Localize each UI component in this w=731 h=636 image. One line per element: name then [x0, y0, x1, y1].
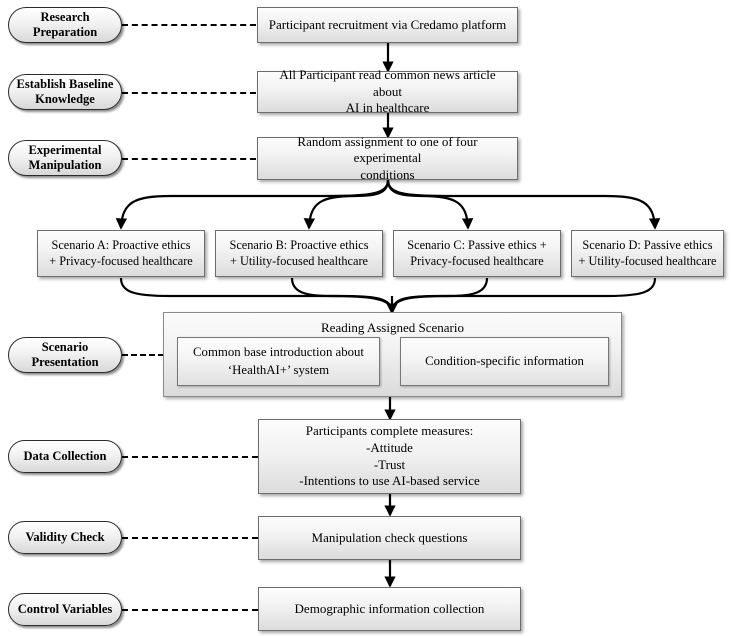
branch-to-scenario-d	[386, 179, 661, 230]
dashed-link-experimental-manipulation	[122, 158, 256, 160]
dashed-link-establish-baseline	[122, 92, 256, 94]
scenario-box-d[interactable]: Scenario D: Passive ethics + Utility-foc…	[571, 230, 724, 277]
stage-pill-establish-baseline[interactable]: Establish Baseline Knowledge	[8, 74, 122, 110]
step-box-recruitment[interactable]: Participant recruitment via Credamo plat…	[257, 7, 518, 43]
branch-to-scenario-a	[115, 179, 390, 230]
branch-to-scenario-b	[303, 179, 390, 230]
branch-to-scenario-c	[386, 179, 474, 230]
scenario-presentation-title: Reading Assigned Scenario	[321, 320, 464, 335]
stage-pill-data-collection[interactable]: Data Collection	[8, 440, 122, 473]
scenario-box-a[interactable]: Scenario A: Proactive ethics + Privacy-f…	[37, 230, 205, 277]
stage-pill-experimental-manipulation[interactable]: Experimental Manipulation	[8, 140, 122, 176]
dashed-link-scenario-presentation	[122, 354, 164, 356]
dashed-link-validity-check	[122, 537, 258, 539]
step-box-measures[interactable]: Participants complete measures: -Attitud…	[258, 419, 521, 494]
stage-pill-control-variables[interactable]: Control Variables	[8, 593, 122, 626]
merge-from-scenario-b	[290, 277, 394, 311]
step-box-random-assignment[interactable]: Random assignment to one of four experim…	[257, 134, 518, 182]
stage-pill-research-preparation[interactable]: Research Preparation	[8, 7, 122, 43]
scenario-box-b[interactable]: Scenario B: Proactive ethics + Utility-f…	[215, 230, 383, 277]
step-box-manipulation-check[interactable]: Manipulation check questions	[258, 516, 521, 560]
scenario-box-c[interactable]: Scenario C: Passive ethics + Privacy-foc…	[393, 230, 561, 277]
step-box-demographics[interactable]: Demographic information collection	[258, 587, 521, 631]
merge-from-scenario-d	[390, 277, 657, 311]
merge-from-scenario-a	[119, 277, 394, 311]
dashed-link-data-collection	[122, 456, 258, 458]
dashed-link-research-preparation	[122, 24, 256, 26]
stage-pill-scenario-presentation[interactable]: Scenario Presentation	[8, 337, 122, 373]
step-box-read-news-article[interactable]: All Participant read common news article…	[257, 67, 518, 115]
merge-from-scenario-c	[390, 277, 489, 311]
stage-pill-validity-check[interactable]: Validity Check	[8, 521, 122, 554]
sub-box-condition-specific-info[interactable]: Condition-specific information	[400, 337, 609, 386]
dashed-link-control-variables	[122, 609, 258, 611]
sub-box-common-base-intro[interactable]: Common base introduction about ‘HealthAI…	[177, 337, 380, 386]
